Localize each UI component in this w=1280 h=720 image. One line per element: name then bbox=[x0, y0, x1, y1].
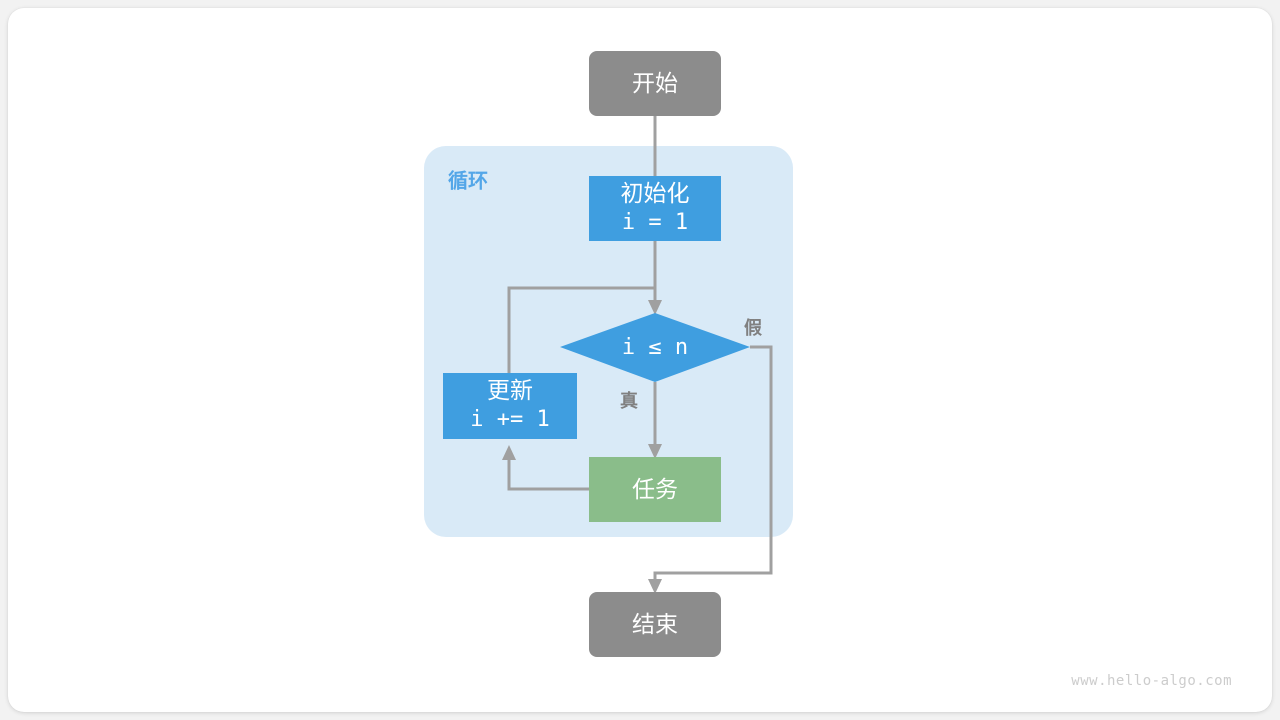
node-init-shape[interactable] bbox=[589, 176, 721, 241]
diagram-card: 循环 bbox=[8, 8, 1272, 712]
edge-line-task-update bbox=[507, 455, 589, 491]
node-end-label: 结束 bbox=[632, 611, 678, 637]
arrow-head-task-update bbox=[502, 445, 516, 460]
node-start-shape[interactable] bbox=[589, 51, 721, 116]
loop-group-label: 循环 bbox=[448, 168, 488, 192]
nodes-layer: 开始 初始化 i = 1 i ≤ n 更新 i += 1 bbox=[443, 51, 750, 657]
node-start-label: 开始 bbox=[632, 70, 678, 96]
arrow-head-init-cond bbox=[648, 300, 662, 315]
edge-cond-task: 真 bbox=[620, 382, 662, 459]
node-end-shape[interactable] bbox=[589, 592, 721, 657]
node-update-label: 更新 bbox=[487, 377, 533, 403]
node-update-expression: i += 1 bbox=[470, 407, 549, 432]
node-condition-expression: i ≤ n bbox=[622, 335, 688, 360]
edge-line-update-cond bbox=[507, 286, 657, 373]
node-update[interactable]: 更新 i += 1 bbox=[443, 373, 577, 439]
arrow-head-cond-task bbox=[648, 444, 662, 459]
node-start[interactable]: 开始 bbox=[589, 51, 721, 116]
node-init[interactable]: 初始化 i = 1 bbox=[589, 176, 721, 241]
node-condition[interactable]: i ≤ n bbox=[560, 313, 750, 382]
edge-update-cond bbox=[507, 286, 657, 373]
node-condition-shape[interactable] bbox=[560, 313, 750, 382]
node-end[interactable]: 结束 bbox=[589, 592, 721, 657]
edge-task-update bbox=[502, 445, 589, 491]
watermark-text: www.hello-algo.com bbox=[1071, 673, 1232, 689]
edge-label-false: 假 bbox=[744, 317, 763, 338]
edges-layer: 真 假 bbox=[502, 116, 773, 594]
flowchart-canvas: 循环 bbox=[424, 51, 1232, 689]
node-update-shape[interactable] bbox=[443, 373, 577, 439]
node-init-label: 初始化 bbox=[621, 180, 690, 206]
edge-label-true: 真 bbox=[620, 390, 638, 411]
node-task[interactable]: 任务 bbox=[589, 457, 721, 522]
node-task-shape[interactable] bbox=[589, 457, 721, 522]
edge-cond-end: 假 bbox=[648, 317, 773, 594]
node-init-expression: i = 1 bbox=[622, 210, 688, 235]
arrow-head-cond-end bbox=[648, 579, 662, 594]
node-task-label: 任务 bbox=[632, 476, 678, 502]
edge-line-cond-end bbox=[653, 345, 773, 584]
